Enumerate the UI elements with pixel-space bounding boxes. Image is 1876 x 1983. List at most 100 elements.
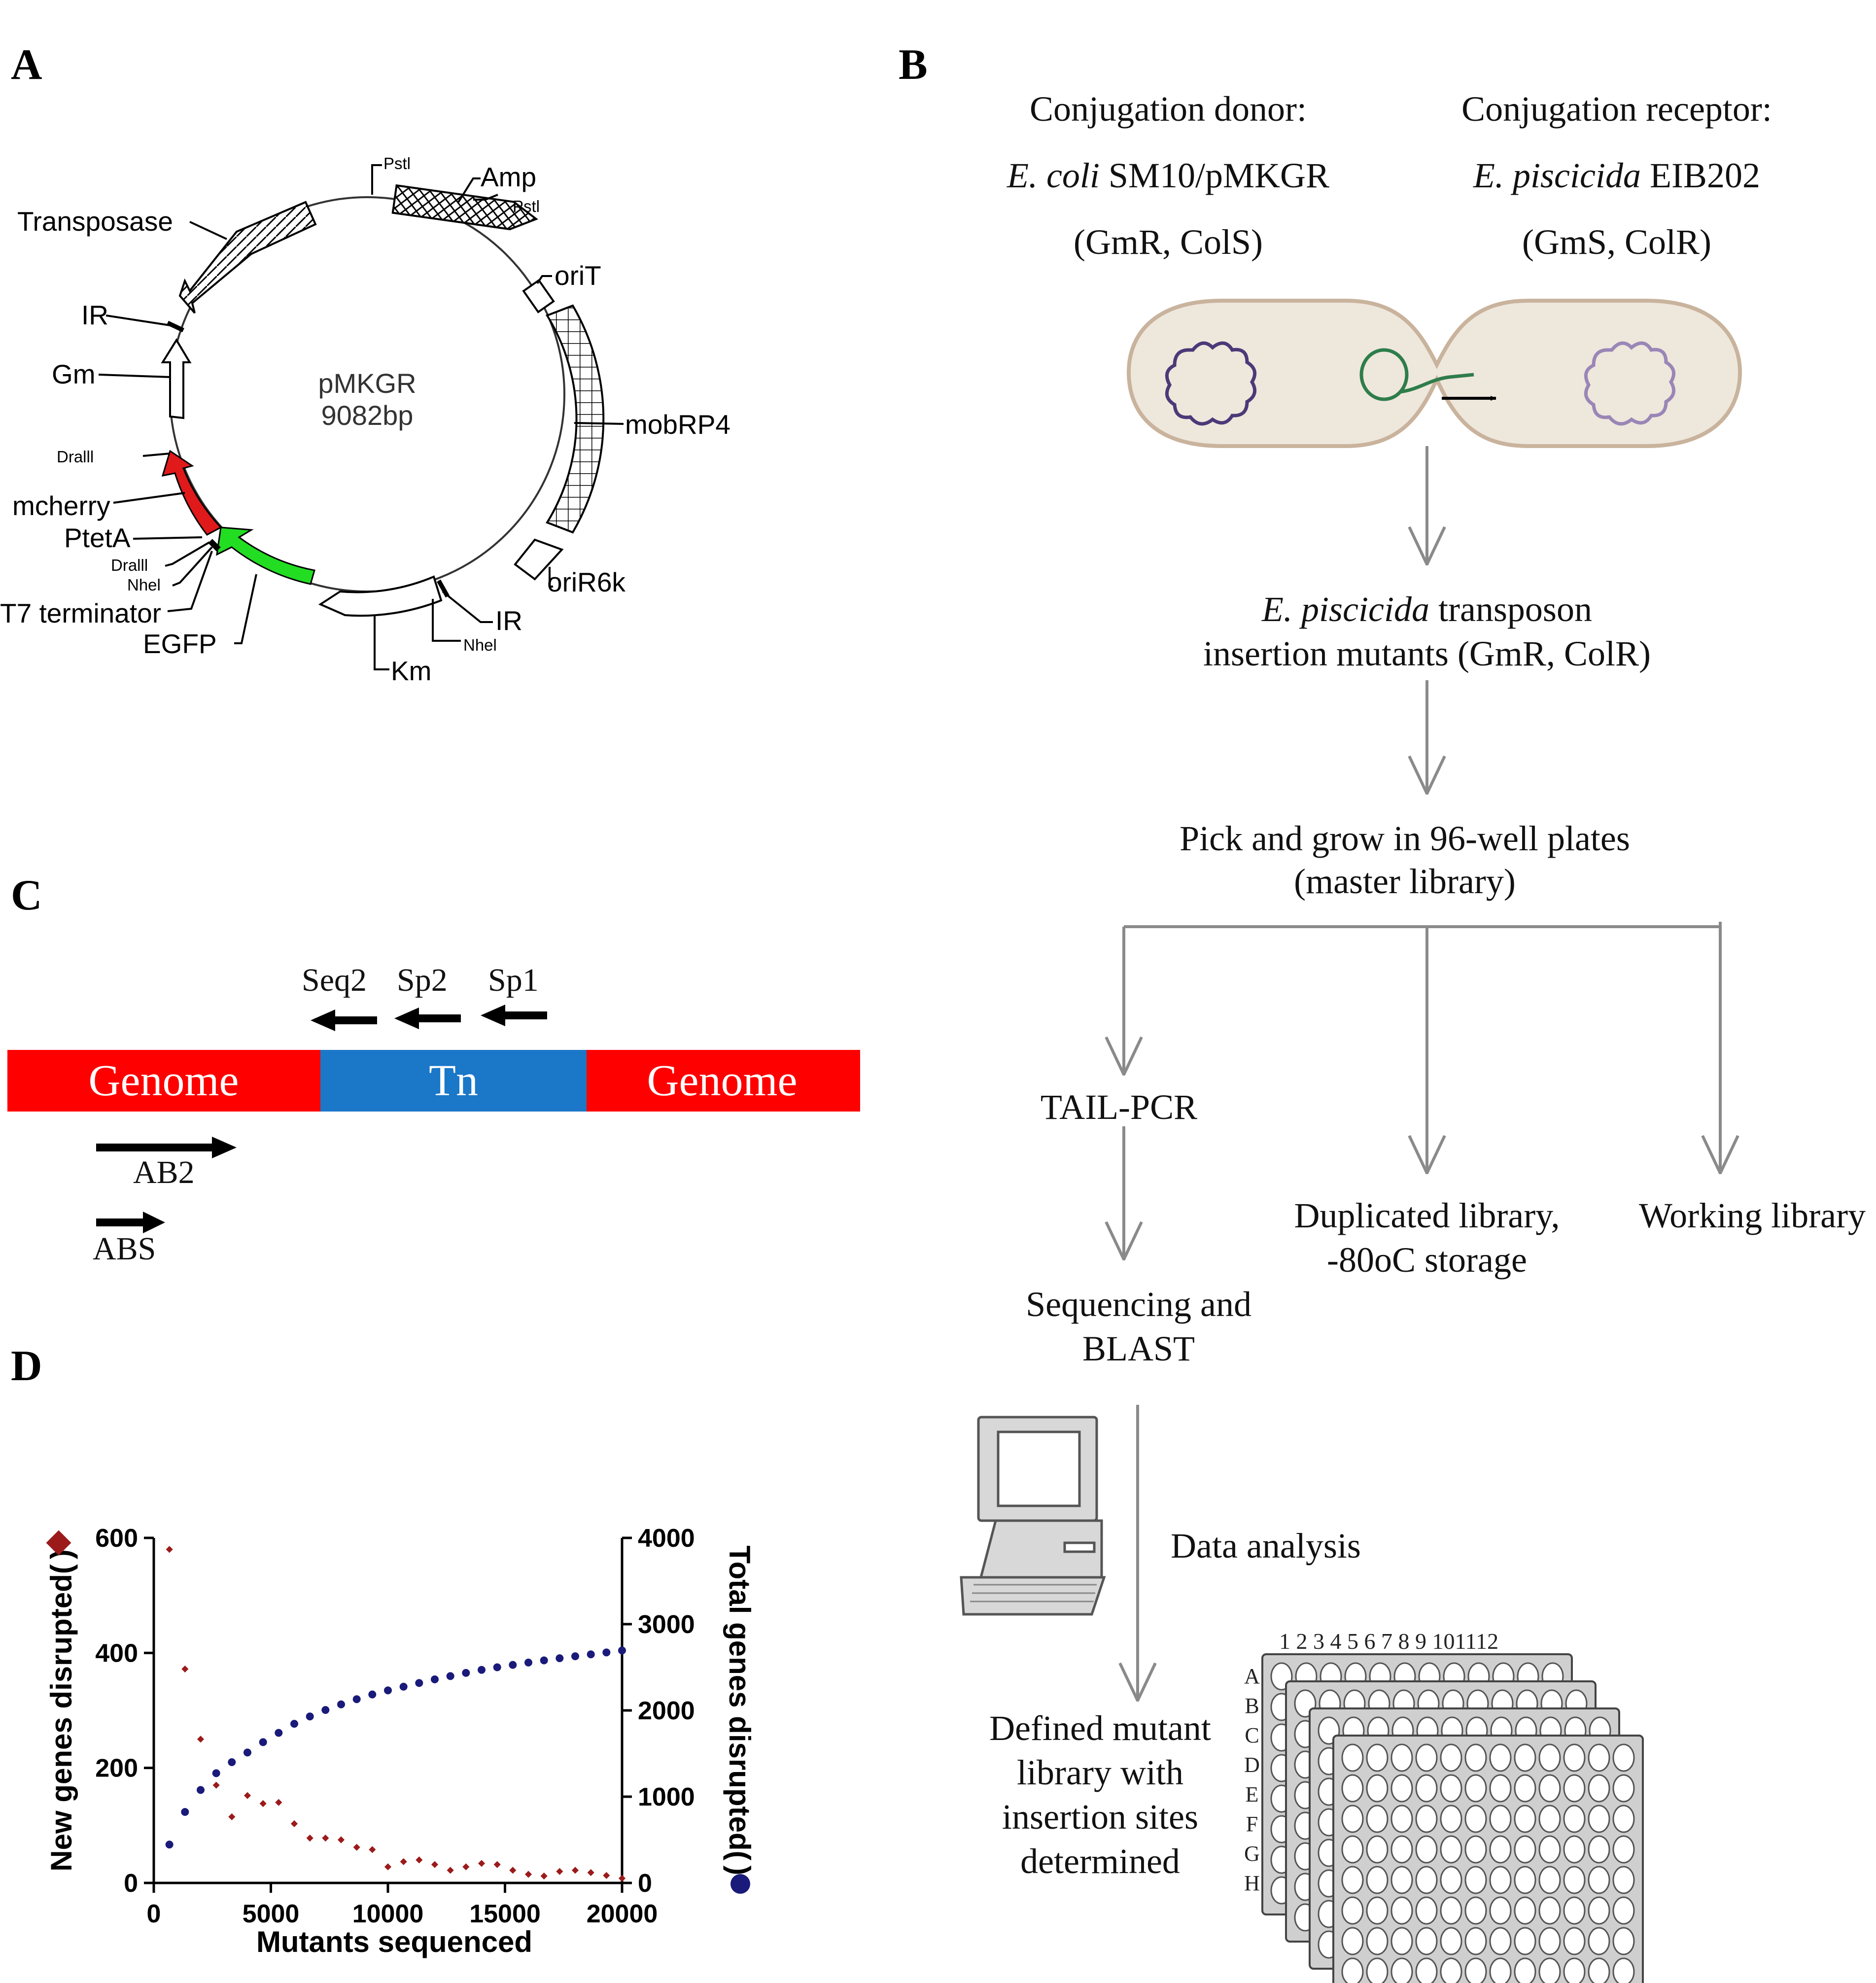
total-genes-point	[165, 1841, 174, 1849]
total-genes-point	[571, 1652, 579, 1661]
primer-sp1-arrow	[481, 1005, 547, 1026]
primer-sp2-label: Sp2	[397, 962, 448, 998]
ptet-a-marker	[208, 539, 221, 552]
plate-column-labels: 1 2 3 4 5 6 7 8 9 101112	[1279, 1629, 1498, 1654]
total-genes-point	[337, 1700, 345, 1708]
total-genes-series	[165, 1646, 626, 1849]
duplicated-line-1: Duplicated library,	[1294, 1196, 1560, 1235]
well	[1390, 1957, 1413, 1983]
label-ptet-a: PtetA	[64, 522, 131, 553]
workflow: Conjugation donor: E. coli SM10/pMKGR (G…	[989, 89, 1866, 1881]
receptor-chromosome	[1584, 341, 1676, 426]
y-right-tick-label: 3000	[638, 1610, 695, 1639]
well	[1588, 1743, 1610, 1772]
well	[1538, 1866, 1561, 1894]
plate-row-label: H	[1244, 1871, 1260, 1895]
total-genes-point	[478, 1666, 486, 1674]
total-genes-point	[446, 1672, 454, 1680]
x-tick-label: 5000	[243, 1900, 300, 1928]
construct: Genome Tn Genome Seq2 Sp2 Sp1 AB2 ABS	[7, 962, 860, 1267]
new-genes-point	[212, 1781, 220, 1789]
svg-text:New genes disrupted(): New genes disrupted()	[45, 1549, 78, 1871]
y-left-label-text: New genes disrupted(	[45, 1564, 78, 1871]
y-left-tick-label: 0	[124, 1869, 138, 1898]
primer-seq2-arrow	[311, 1009, 377, 1031]
well	[1341, 1866, 1364, 1894]
receptor-marker: (GmS, ColR)	[1522, 222, 1711, 262]
plate-row-label: E	[1246, 1782, 1259, 1807]
label-mobrp4: mobRP4	[625, 409, 730, 440]
new-genes-point	[416, 1856, 423, 1864]
sequencing-line-1: Sequencing and	[1026, 1285, 1251, 1324]
new-genes-point	[540, 1872, 548, 1880]
well	[1390, 1774, 1413, 1803]
plasmid-size: 9082bp	[321, 400, 414, 431]
new-genes-point	[603, 1872, 610, 1879]
total-genes-point	[243, 1748, 251, 1757]
well	[1538, 1774, 1561, 1803]
total-genes-point	[197, 1786, 205, 1794]
well	[1612, 1774, 1635, 1803]
genome-right-block	[587, 1050, 860, 1112]
label-nhel-left: Nhel	[127, 576, 161, 594]
transferring-dna	[1399, 373, 1474, 394]
well	[1366, 1927, 1389, 1955]
y-left-axis-label: New genes disrupted()	[45, 1530, 78, 1872]
y-right-tick-label: 0	[638, 1869, 652, 1898]
new-genes-point	[166, 1546, 173, 1553]
label-ir-right: IR	[495, 605, 522, 636]
well	[1440, 1927, 1462, 1955]
y-left-tick-label: 200	[95, 1754, 138, 1783]
total-genes-point	[306, 1712, 314, 1721]
y-left-label-close: )	[45, 1549, 78, 1559]
new-genes-point	[587, 1869, 594, 1877]
well	[1588, 1835, 1610, 1864]
total-genes-point	[540, 1656, 548, 1665]
genome-left-label: Genome	[89, 1056, 239, 1105]
label-km: Km	[391, 656, 432, 686]
km-arrow	[318, 575, 443, 617]
new-genes-point	[478, 1860, 486, 1867]
well	[1563, 1835, 1586, 1864]
well	[1366, 1957, 1389, 1983]
well	[1366, 1835, 1389, 1864]
plasmid-ring	[1359, 348, 1409, 401]
label-nhel-right: Nhel	[463, 636, 497, 654]
new-genes-point	[571, 1867, 579, 1874]
plate-row-label: A	[1244, 1664, 1260, 1688]
well	[1563, 1743, 1586, 1772]
total-genes-point	[368, 1690, 377, 1699]
y-right-tick-label: 2000	[638, 1697, 695, 1725]
well	[1588, 1927, 1610, 1955]
well	[1489, 1866, 1512, 1894]
well	[1366, 1805, 1389, 1833]
well	[1612, 1866, 1635, 1894]
plate-row-label: G	[1244, 1842, 1260, 1866]
working-library: Working library	[1639, 1196, 1866, 1235]
well	[1464, 1866, 1487, 1894]
tn-block	[320, 1050, 587, 1112]
tn-label: Tn	[429, 1056, 478, 1105]
total-genes-point	[462, 1669, 470, 1677]
mutants-line-2: insertion mutants (GmR, ColR)	[1203, 634, 1651, 673]
new-genes-point	[322, 1834, 329, 1842]
well	[1538, 1743, 1561, 1772]
well	[1588, 1805, 1610, 1833]
transposase-arrow	[178, 201, 317, 314]
well	[1514, 1896, 1536, 1925]
well	[1538, 1896, 1561, 1925]
well	[1563, 1866, 1586, 1894]
well	[1440, 1896, 1462, 1925]
well	[1366, 1743, 1389, 1772]
well	[1612, 1896, 1635, 1925]
well	[1464, 1957, 1487, 1983]
new-genes-point	[509, 1867, 517, 1874]
new-genes-point	[493, 1861, 501, 1868]
defined-line-2: library with	[1017, 1753, 1183, 1792]
panel-label-c: C	[11, 871, 42, 919]
y-right-legend-circle	[730, 1874, 750, 1894]
x-tick-label: 20000	[587, 1900, 658, 1928]
